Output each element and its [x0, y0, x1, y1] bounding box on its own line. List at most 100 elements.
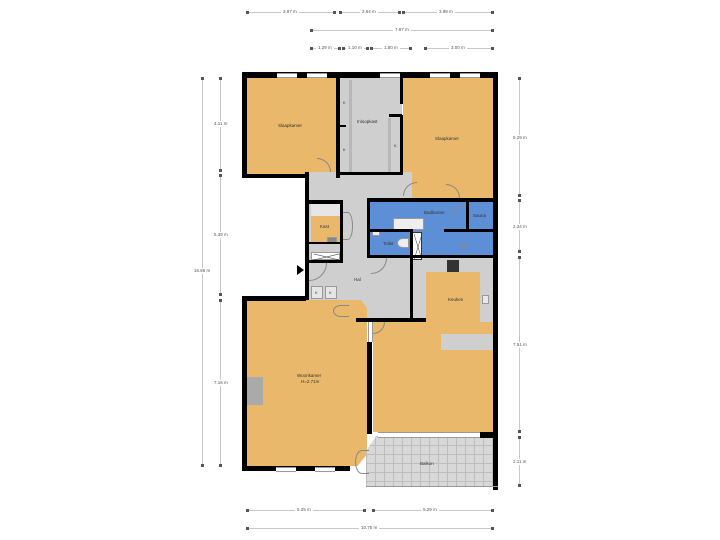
dim-label: 1.80 m: [382, 45, 400, 51]
wall: [340, 200, 343, 262]
cupboard-k-2: K: [325, 286, 337, 299]
balcony-sliding-door: [378, 432, 480, 438]
dim-bottom-10-75: 10.75 m: [246, 525, 494, 531]
room-hal-ext: [370, 172, 405, 202]
dim-label: 3.00 m: [449, 45, 467, 51]
wall: [444, 229, 493, 232]
dim-label: 7.97 m: [393, 27, 411, 33]
dim-label: 2.11 m: [511, 459, 529, 465]
dim-top-1-29: 1.29 m: [310, 45, 341, 51]
wall: [309, 200, 343, 204]
dim-label: 3.98 m: [437, 9, 455, 15]
cupboard-k-1: K: [311, 286, 323, 299]
balcony-door[interactable]: [355, 450, 369, 474]
wall: [309, 260, 343, 263]
wardrobe-rail-left: [349, 80, 352, 172]
dim-top-1-10: 1.10 m: [342, 45, 369, 51]
window: [276, 467, 296, 472]
shower-drain: [461, 244, 466, 249]
label-badkamer: Badkamer: [424, 210, 445, 215]
dim-top-3-98: 3.98 m: [402, 9, 494, 15]
dim-label: 4.11 m: [212, 121, 230, 127]
wall: [242, 72, 498, 78]
door[interactable]: [343, 212, 353, 240]
wall: [356, 318, 426, 322]
wall: [410, 229, 413, 319]
room-balkon[interactable]: [366, 436, 493, 486]
dim-left-16-86: 16.86 m: [192, 77, 213, 467]
label-woonkamer-height: H=2.71m: [301, 379, 320, 384]
window: [315, 467, 335, 472]
dim-right-2-34: 2.34 m: [511, 199, 529, 253]
dim-label: 5.29 m: [421, 507, 439, 513]
dim-right-5-29: 5.29 m: [511, 77, 529, 197]
entrance-arrow-icon: [297, 265, 304, 275]
dim-label: 16.86 m: [192, 268, 213, 274]
label-sauna: Sauna: [473, 213, 487, 218]
dim-label: 7.16 m: [212, 380, 230, 386]
toilet-bowl: [397, 238, 409, 248]
window: [277, 73, 297, 78]
wall: [367, 198, 370, 258]
dim-bottom-5-25: 5.25 m: [246, 507, 366, 513]
wall: [309, 242, 343, 244]
interior-window: [368, 322, 373, 342]
dim-label: 5.25 m: [295, 507, 313, 513]
wall: [242, 296, 306, 301]
wall: [493, 72, 498, 490]
window: [307, 73, 327, 78]
wall: [305, 172, 309, 300]
label-inloopkast: Inloopkast: [357, 119, 378, 124]
dim-label: 5.39 m: [212, 232, 230, 238]
dim-label: 1.29 m: [316, 45, 334, 51]
wall: [367, 255, 498, 258]
window: [460, 73, 480, 78]
dim-label: 2.64 m: [360, 9, 378, 15]
dim-bottom-5-29: 5.29 m: [372, 507, 494, 513]
balcony-edge: [366, 486, 498, 487]
wall: [242, 296, 247, 471]
wall: [367, 342, 372, 434]
dim-left-7-16: 7.16 m: [212, 299, 230, 467]
wall: [336, 172, 402, 175]
ventilation-unit: [311, 252, 340, 261]
label-hal: Hal: [354, 277, 361, 282]
kitchen-sink: [482, 295, 489, 304]
wall: [367, 198, 498, 202]
kast-shelf: [311, 204, 340, 216]
window: [430, 73, 450, 78]
wall: [466, 202, 469, 230]
wall: [242, 72, 247, 178]
dim-top-3-00: 3.00 m: [424, 45, 494, 51]
dim-left-4-11: 4.11 m: [212, 77, 230, 172]
room-badkamer[interactable]: [370, 202, 493, 255]
wall: [242, 174, 306, 178]
dim-top-1-80: 1.80 m: [370, 45, 412, 51]
dim-left-5-39: 5.39 m: [212, 174, 230, 296]
dim-top-3-97: 3.97 m: [246, 9, 336, 15]
door[interactable]: [333, 305, 349, 317]
label-kast: Kast: [320, 224, 330, 229]
wall: [336, 125, 346, 127]
door[interactable]: [403, 182, 417, 196]
dim-right-2-11: 2.11 m: [511, 436, 529, 487]
dim-top-7-97: 7.97 m: [310, 27, 494, 33]
dim-label: 7.51 m: [511, 342, 529, 348]
cooktop: [447, 260, 459, 272]
room-woonkamer[interactable]: [247, 300, 367, 466]
wall: [242, 466, 350, 471]
wall: [480, 432, 498, 438]
door[interactable]: [451, 205, 465, 219]
dim-right-7-51: 7.51 m: [511, 256, 529, 433]
wall: [400, 115, 403, 175]
room-slaapkamer-right[interactable]: [403, 78, 493, 198]
kitchen-island: [441, 334, 493, 350]
label-slaapkamer-right: Slaapkamer: [435, 136, 460, 141]
wardrobe-rail-right: [388, 118, 391, 172]
label-toilet: Toilet: [383, 241, 394, 246]
wall: [389, 114, 402, 117]
dim-label: 5.29 m: [511, 135, 529, 141]
label-slaapkamer-left: Slaapkamer: [278, 123, 303, 128]
dim-label: 1.10 m: [346, 45, 364, 51]
dim-label: 2.34 m: [511, 224, 529, 230]
